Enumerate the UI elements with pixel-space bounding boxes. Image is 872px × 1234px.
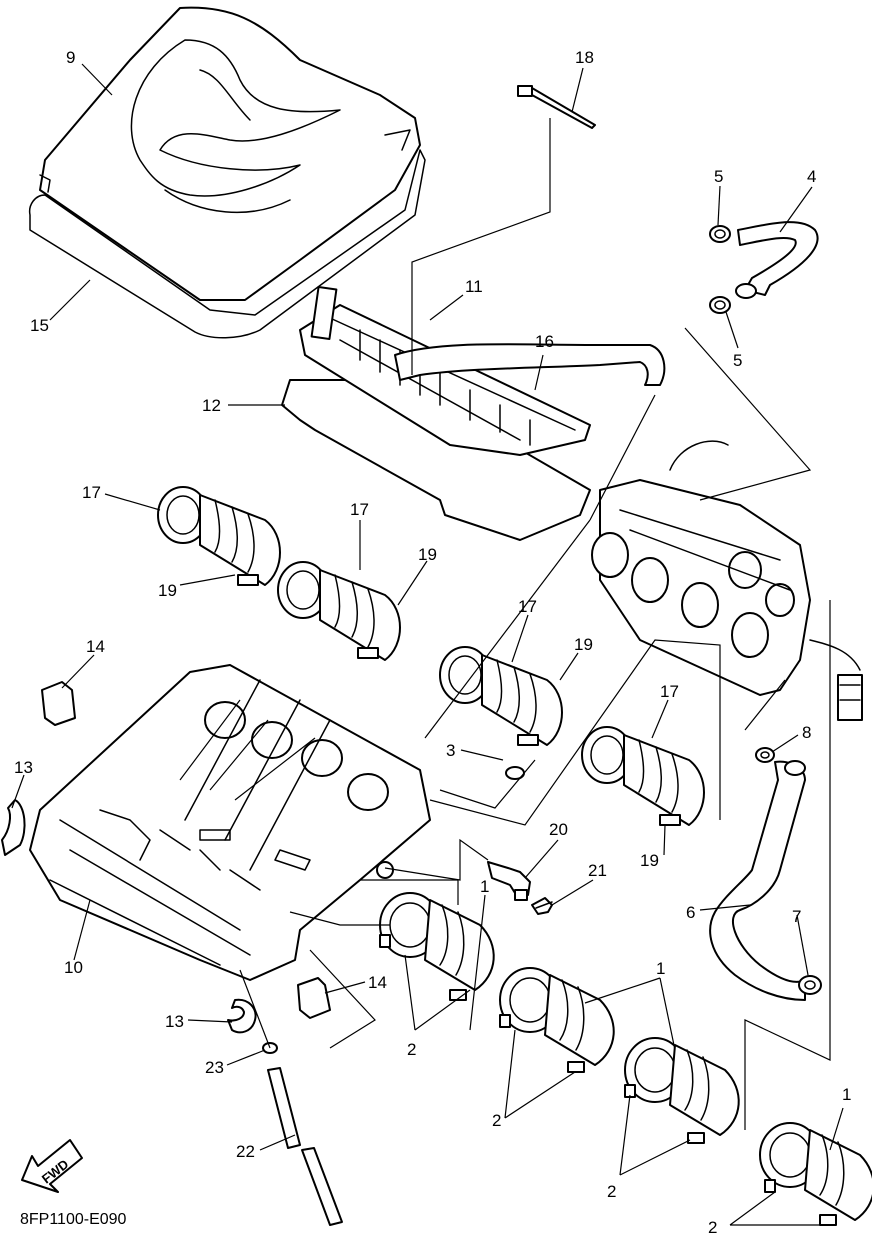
callout-17-c: 17 — [518, 597, 537, 616]
callout-5-upper: 5 — [714, 167, 723, 186]
air-filter-case — [29, 664, 431, 981]
breather-hose-16 — [394, 343, 666, 386]
callout-2-b: 2 — [492, 1111, 501, 1130]
callout-20: 20 — [549, 820, 568, 839]
hose-clamp-5-lower — [709, 296, 731, 314]
callout-1-b: 1 — [656, 959, 665, 978]
drain-pipe-22 — [267, 1067, 343, 1226]
intake-joint-17-d — [581, 726, 705, 826]
assembly-reference-lines — [179, 118, 831, 1130]
callout-12: 12 — [202, 396, 221, 415]
hose-clamp-8 — [755, 747, 775, 763]
callout-19-a: 19 — [158, 581, 177, 600]
callout-23: 23 — [205, 1058, 224, 1077]
callout-7: 7 — [792, 907, 801, 926]
callout-6: 6 — [686, 903, 695, 922]
intake-joint-17-b — [277, 561, 401, 661]
sensor-20 — [487, 861, 531, 901]
callout-1-c: 1 — [842, 1085, 851, 1104]
hose-clamp-7 — [798, 975, 822, 995]
callout-9: 9 — [66, 48, 75, 67]
callout-5-lower: 5 — [733, 351, 742, 370]
callout-18: 18 — [575, 48, 594, 67]
callout-2-a: 2 — [407, 1040, 416, 1059]
intake-boot-1-a — [379, 892, 495, 1001]
callout-19-d: 19 — [640, 851, 659, 870]
intake-joint-17-c — [439, 646, 563, 746]
callout-21: 21 — [588, 861, 607, 880]
callout-numbers: 9 15 11 12 16 18 5 4 5 17 19 17 19 17 19… — [14, 48, 851, 1234]
callout-22: 22 — [236, 1142, 255, 1161]
grommet-14-lower — [297, 977, 331, 1019]
cable-tie — [517, 85, 596, 129]
callout-15: 15 — [30, 316, 49, 335]
hose-6 — [709, 760, 806, 1001]
intake-boot-1-b — [499, 967, 615, 1073]
grommet-14-upper — [41, 681, 76, 726]
callout-14-lower: 14 — [368, 973, 387, 992]
callout-14-upper: 14 — [86, 637, 105, 656]
callout-13-upper: 13 — [14, 758, 33, 777]
callout-leaders — [11, 63, 844, 1226]
callout-8: 8 — [802, 723, 811, 742]
clip-13-upper — [1, 799, 26, 856]
callout-13-lower: 13 — [165, 1012, 184, 1031]
callout-19-b: 19 — [418, 545, 437, 564]
intake-joint-17-a — [157, 486, 281, 586]
callout-10: 10 — [64, 958, 83, 977]
callout-4: 4 — [807, 167, 816, 186]
bolt-21 — [531, 897, 553, 915]
fwd-arrow-icon: FWD — [21, 1139, 83, 1193]
callout-17-a: 17 — [82, 483, 101, 502]
callout-17-d: 17 — [660, 682, 679, 701]
callout-2-c: 2 — [607, 1182, 616, 1201]
throttle-body-assembly — [591, 440, 863, 721]
callout-19-c: 19 — [574, 635, 593, 654]
cover-seal — [28, 149, 426, 339]
callout-3: 3 — [446, 741, 455, 760]
callout-11: 11 — [465, 277, 483, 296]
hose-clamp-5-upper — [709, 225, 731, 243]
intake-boot-1-c — [624, 1037, 740, 1144]
hose-4 — [735, 221, 819, 299]
intake-boot-1-d — [759, 1122, 872, 1226]
callout-1-a: 1 — [480, 877, 489, 896]
callout-17-b: 17 — [350, 500, 369, 519]
diagram-code: 8FP1100-E090 — [20, 1211, 127, 1228]
callout-16: 16 — [535, 332, 554, 351]
air-filter-case-cover — [39, 6, 421, 301]
callout-2-d: 2 — [708, 1218, 717, 1234]
air-filter-element — [299, 285, 591, 456]
clip-13-lower — [227, 998, 257, 1034]
